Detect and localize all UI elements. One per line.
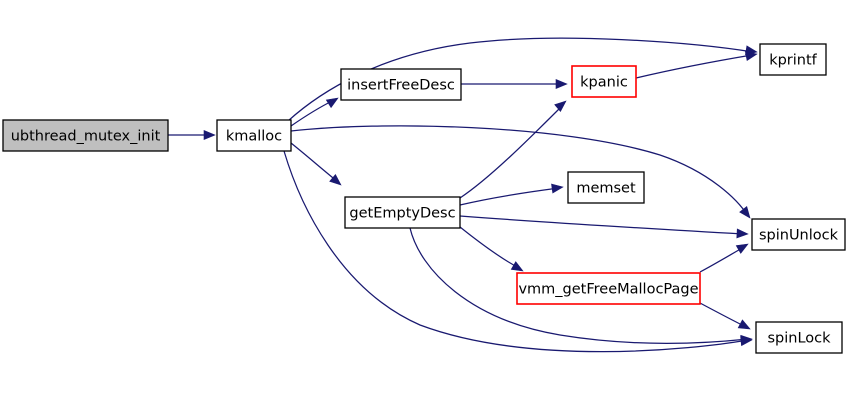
node-vmm_getFreeMallocPage[interactable]: vmm_getFreeMallocPage	[516, 272, 701, 305]
node-box-kmalloc[interactable]	[216, 119, 292, 152]
edge-vmm_getFreeMallocPage-to-spinLock	[699, 302, 747, 328]
arrowhead-vmm_getFreeMallocPage->spinLock	[737, 319, 751, 330]
edge-kmalloc-to-spinUnlock	[290, 125, 749, 217]
node-label-kprintf: kprintf	[769, 53, 817, 69]
node-box-kpanic[interactable]	[571, 65, 637, 98]
edge-getEmptyDesc-to-spinUnlock	[459, 215, 744, 235]
node-box-ubthread_mutex_init[interactable]	[2, 119, 169, 152]
edge-kmalloc-to-kprintf	[287, 37, 754, 122]
arrowhead-kmalloc->insertFreeDesc	[325, 97, 339, 109]
arrowhead-getEmptyDesc->vmm_getFreeMallocPage	[510, 261, 524, 272]
node-label-spinUnlock: spinUnlock	[759, 228, 839, 244]
arrowhead-getEmptyDesc->spinLock	[740, 334, 753, 345]
node-box-memset[interactable]	[567, 171, 645, 204]
node-kpanic[interactable]: kpanic	[571, 65, 637, 98]
node-label-ubthread_mutex_init: ubthread_mutex_init	[11, 129, 161, 145]
edge-kpanic-to-kprintf	[635, 54, 753, 79]
arrowhead-kpanic->kprintf	[744, 51, 758, 62]
edge-kmalloc-to-getEmptyDesc	[290, 142, 339, 183]
edge-getEmptyDesc-to-vmm_getFreeMallocPage	[459, 226, 520, 269]
node-label-spinLock: spinLock	[767, 331, 831, 347]
edge-vmm_getFreeMallocPage-to-spinUnlock	[699, 246, 745, 273]
arrowhead-kmalloc->getEmptyDesc	[329, 173, 342, 186]
edge-getEmptyDesc-to-memset	[459, 187, 560, 206]
arrowhead-insertFreeDesc->kpanic	[555, 79, 568, 89]
arrowhead-kmalloc->spinUnlock	[739, 206, 751, 219]
node-memset[interactable]: memset	[567, 171, 645, 204]
nodes-layer: ubthread_mutex_init kmalloc insertFreeDesc…	[2, 43, 846, 354]
node-label-kmalloc: kmalloc	[226, 129, 282, 145]
node-box-vmm_getFreeMallocPage[interactable]	[516, 272, 701, 305]
arrowhead-vmm_getFreeMallocPage->spinUnlock	[735, 243, 749, 254]
node-label-vmm_getFreeMallocPage: vmm_getFreeMallocPage	[518, 282, 698, 298]
node-box-spinUnlock[interactable]	[751, 218, 846, 251]
node-ubthread_mutex_init[interactable]: ubthread_mutex_init	[2, 119, 169, 152]
arrowheads-layer	[203, 45, 758, 347]
node-label-kpanic: kpanic	[580, 75, 628, 91]
node-box-insertFreeDesc[interactable]	[340, 68, 462, 101]
arrowhead-getEmptyDesc->memset	[551, 183, 564, 194]
edge-kmalloc-to-spinLock	[283, 150, 749, 353]
arrowhead-getEmptyDesc->spinUnlock	[736, 228, 749, 239]
node-label-insertFreeDesc: insertFreeDesc	[347, 78, 455, 94]
arrowhead-getEmptyDesc->kpanic	[554, 100, 567, 113]
node-label-getEmptyDesc: getEmptyDesc	[349, 206, 455, 222]
edge-getEmptyDesc-to-spinLock	[409, 227, 749, 344]
node-label-memset: memset	[576, 181, 636, 197]
node-box-getEmptyDesc[interactable]	[344, 196, 461, 229]
node-spinUnlock[interactable]: spinUnlock	[751, 218, 846, 251]
edge-getEmptyDesc-to-kpanic	[459, 105, 563, 199]
node-spinLock[interactable]: spinLock	[755, 321, 843, 354]
node-getEmptyDesc[interactable]: getEmptyDesc	[344, 196, 461, 229]
node-box-spinLock[interactable]	[755, 321, 843, 354]
node-kprintf[interactable]: kprintf	[759, 43, 827, 76]
node-insertFreeDesc[interactable]: insertFreeDesc	[340, 68, 462, 101]
arrowhead-ubthread_mutex_init->kmalloc	[203, 130, 216, 140]
node-box-kprintf[interactable]	[759, 43, 827, 76]
node-kmalloc[interactable]: kmalloc	[216, 119, 292, 152]
